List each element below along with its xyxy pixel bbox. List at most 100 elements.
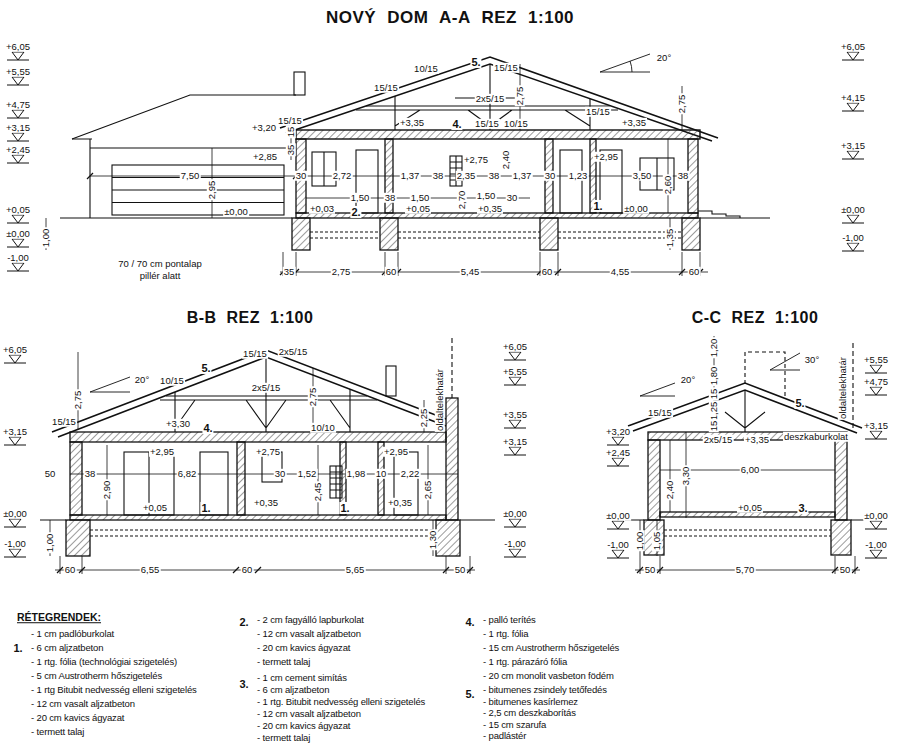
layer-line: - 1 rtg. párazáró fólia: [482, 657, 568, 667]
level-symbols: [504, 447, 526, 455]
section-a-a: [292, 218, 310, 250]
dimension-value: 2x5/15: [251, 383, 282, 393]
layer-line: - padlástér: [482, 731, 527, 741]
dimension-value: 1,00: [635, 531, 645, 552]
section-a-a: [698, 211, 740, 218]
level-value: ±0,00: [2, 509, 28, 519]
level-symbols: [842, 151, 864, 159]
section-b-b: [50, 352, 433, 556]
dimension-value: 30: [274, 469, 287, 479]
dimension-value: 30: [295, 171, 308, 181]
dimension-value: 50: [839, 565, 852, 575]
dimension-value: 20°: [134, 375, 150, 385]
layer-line: - termett talaj: [256, 733, 311, 743]
level-symbols: [842, 215, 864, 223]
callout-number: 1.: [592, 200, 603, 212]
dimension-value: +0,05: [405, 204, 431, 214]
dimension-value: 1,35: [665, 228, 675, 249]
dimension-value: +0,35: [253, 498, 279, 508]
dimension-value: 2,95: [207, 180, 217, 201]
dimension-value: 1,50: [410, 193, 431, 203]
section-c-c: [745, 352, 785, 398]
dimension-value: 2,40: [665, 480, 675, 501]
dimension-value: 10/15: [413, 64, 439, 74]
layer-line: - 12 cm vasalt aljzatbeton: [256, 709, 362, 719]
level-value: +4,15: [840, 93, 866, 103]
level-value: +6,05: [5, 42, 31, 52]
layer-line: - 2 cm fagyálló lapburkolat: [256, 615, 365, 625]
dimension-value: +2,95: [149, 447, 175, 457]
section-a-a: [296, 130, 700, 139]
dimension-value: 15: [709, 388, 719, 401]
dimension-value: 50: [454, 565, 467, 575]
level-symbols: [842, 52, 864, 60]
section-a-a: [323, 152, 324, 186]
dimension-value: 6,55: [140, 565, 161, 575]
section-c-c: [640, 353, 800, 396]
level-value: ±0,00: [5, 229, 31, 239]
layer-line: - 15 cm Austrotherm hőszigetelés: [482, 643, 620, 653]
dimension-value: 6,82: [177, 469, 198, 479]
callout-number: 5.: [464, 688, 475, 700]
layer-line: - 12 cm vasalt aljzatbeton: [30, 699, 136, 709]
dimension-value: 7,50: [180, 171, 201, 181]
level-symbols: [4, 549, 26, 557]
dimension-value: 2,40: [501, 150, 511, 171]
layer-line: - 15 cm szarufa: [482, 719, 547, 729]
dimension-value: 60: [541, 267, 554, 277]
dimension-value: 38: [488, 171, 501, 181]
section-b-b: [90, 530, 436, 536]
level-value: ±0,00: [863, 511, 889, 521]
dimension-value: 30°: [804, 355, 820, 365]
level-value: +3,15: [840, 141, 866, 151]
dimension-value: 2,72: [332, 171, 353, 181]
dimension-value: 1,30: [428, 530, 438, 551]
level-symbols: [607, 550, 629, 558]
level-value: +6,05: [840, 42, 866, 52]
level-value: ±0,00: [840, 205, 866, 215]
dimension-value: 60: [385, 267, 398, 277]
dimension-value: +3,20: [251, 123, 277, 133]
level-value: ±0,00: [605, 511, 631, 521]
level-value: +5,55: [863, 355, 889, 365]
section-a-a: [280, 57, 718, 141]
section-a-a: [356, 150, 378, 213]
layer-line: - bitumenes zsindely tetőfedés: [482, 685, 608, 695]
level-value: +4,75: [5, 100, 31, 110]
layer-line: - 5 cm Austrotherm hőszigetelés: [30, 671, 163, 681]
level-symbols: [504, 352, 526, 360]
section-b-b: [160, 357, 377, 432]
section-a-a: [46, 64, 682, 250]
dimension-value: 30: [544, 171, 557, 181]
callout-number: 1.: [200, 502, 211, 514]
section-a-a: [600, 54, 650, 72]
level-value: +3,15: [863, 421, 889, 431]
level-symbols: [4, 519, 26, 527]
dimension-value: 2,75: [515, 86, 525, 107]
dimension-value: +0,05: [737, 503, 763, 513]
level-symbols: [607, 437, 629, 445]
dimension-ticks: [555, 269, 561, 275]
dimension-value: ±0,00: [623, 204, 649, 214]
dimension-value: 70 / 70 cm pontalap: [117, 259, 202, 269]
level-symbols: [7, 239, 29, 247]
section-a-a: [560, 150, 582, 213]
layer-line: - 20 cm monolit vasbeton födém: [482, 671, 615, 681]
level-symbols: [865, 387, 887, 395]
dimension-value: 2,70: [457, 190, 467, 211]
section-c-c: [640, 336, 714, 556]
dimension-value: 15/15: [647, 408, 673, 418]
callout-number: 1.: [339, 502, 350, 514]
dimension-value: +0,35: [387, 498, 413, 508]
dimension-value: 30: [506, 193, 519, 203]
dimension-value: 20°: [656, 53, 672, 63]
dimension-value: 2,75: [677, 94, 687, 115]
section-a-a: [112, 178, 284, 203]
dimension-value: 15: [286, 126, 296, 139]
section-a-a: [380, 218, 398, 250]
dimension-value: 15: [709, 420, 719, 433]
dimension-value: 1,98: [346, 469, 367, 479]
dimension-value: 10/10: [310, 423, 336, 433]
section-b-b: [70, 432, 446, 442]
level-value: -1,00: [503, 539, 527, 549]
